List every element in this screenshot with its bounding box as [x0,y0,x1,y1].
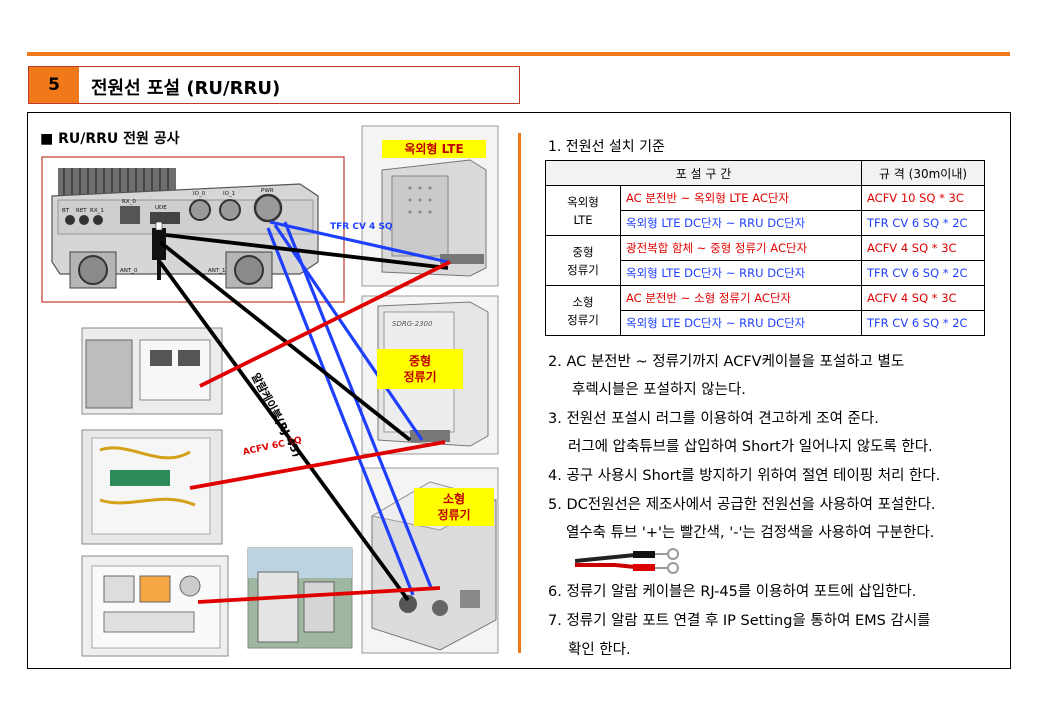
subsection-heading: ■ RU/RRU 전원 공사 [40,131,180,147]
note-3b: 러그에 압축튜브를 삽입하여 Short가 일어나지 않도록 한다. [568,439,933,455]
note-2a: 2. AC 분전반 ~ 정류기까지 ACFV케이블을 포설하고 별도 [548,354,905,370]
vertical-divider [518,133,521,653]
spec-cell: TFR CV 6 SQ * 2C [861,210,985,236]
section-cell: 옥외형 LTE DC단자 ~ RRU DC단자 [620,210,862,236]
alarm-cables [158,233,449,602]
section-cell: AC 분전반 ~ 옥외형 LTE AC단자 [620,185,862,211]
spec-cell: TFR CV 6 SQ * 2C [861,260,985,286]
table-header-row: 포 설 구 간 규 격 (30m이내) [545,160,985,186]
port-label-io1: IO_1 [223,191,235,197]
label-small-rectifier: 소형 정류기 [414,488,494,526]
section-cell: 광전복합 함체 ~ 중형 정류기 AC단자 [620,235,862,261]
top-accent-bar [27,52,1010,56]
label-mid-rectifier: 중형 정류기 [377,349,463,389]
label-mid-rectifier-text: 중형 정류기 [403,354,437,384]
ac-distribution-panel-3 [81,555,229,657]
ac-distribution-panel-1 [81,327,223,415]
note-3a: 3. 전원선 포설시 러그를 이용하여 견고하게 조여 준다. [548,411,879,427]
section-header: 5 전원선 포설 (RU/RRU) [28,66,520,104]
spec-cell: ACFV 10 SQ * 3C [861,185,985,211]
dc-cables [266,220,449,596]
content-frame [27,112,1011,669]
port-label-io0: IO_0 [193,191,206,197]
table-row: 중형 정류기 광전복합 함체 ~ 중형 정류기 AC단자 ACFV 4 SQ *… [545,235,985,286]
section-cell: 옥외형 LTE DC단자 ~ RRU DC단자 [620,310,862,336]
port-label-bt: BT [62,208,70,214]
port-label-ant0: ANT_0 [120,268,138,274]
col-spec-header: 규 격 (30m이내) [861,160,985,186]
note-7a: 7. 정류기 알람 포트 연결 후 IP Setting을 통하여 EMS 감시… [548,613,931,629]
spec-cell: TFR CV 6 SQ * 2C [861,310,985,336]
port-label-ret: RET [76,208,87,214]
port-label-ant1: ANT_1 [208,268,226,274]
group-name: 옥외형 LTE [567,194,599,227]
table-row: 옥외형 LTE AC 분전반 ~ 옥외형 LTE AC단자 ACFV 10 SQ… [545,185,985,236]
note-4: 4. 공구 사용시 Short를 방지하기 위하여 절연 테이핑 처리 한다. [548,468,941,484]
section-title: 전원선 포설 (RU/RRU) [91,78,281,99]
group-name: 소형 정류기 [567,294,599,327]
power-cable-spec-table: 포 설 구 간 규 격 (30m이내) 옥외형 LTE AC 분전반 ~ 옥외형… [545,160,985,336]
heat-shrink-lug-illustration [575,548,679,574]
table-row: 소형 정류기 AC 분전반 ~ 소형 정류기 AC단자 ACFV 4 SQ * … [545,285,985,336]
port-label-ude: UDE [155,205,167,211]
section-cell: 옥외형 LTE DC단자 ~ RRU DC단자 [620,260,862,286]
table-row: 옥외형 LTE DC단자 ~ RRU DC단자 TFR CV 6 SQ * 2C [546,310,985,336]
group-name: 중형 정류기 [567,244,599,277]
note-2b: 후렉시블은 포설하지 않는다. [572,382,746,398]
table-row: 옥외형 LTE DC단자 ~ RRU DC단자 TFR CV 6 SQ * 2C [546,260,985,286]
ac-distribution-panel-2 [81,429,223,545]
ac-cables [189,260,451,604]
col-section-header: 포 설 구 간 [545,160,862,186]
port-label-pwr: PWR [261,188,274,194]
spec-cell: ACFV 4 SQ * 3C [861,285,985,311]
spec-cell: ACFV 4 SQ * 3C [861,235,985,261]
standard-title: 1. 전원선 설치 기준 [548,139,665,155]
note-5b: 열수축 튜브 '+'는 빨간색, '-'는 검정색을 사용하여 구분한다. [566,525,935,541]
note-7b: 확인 한다. [568,642,631,658]
group-cell: 옥외형 LTE [545,185,621,236]
note-6: 6. 정류기 알람 케이블은 RJ-45를 이용하여 포트에 삽입한다. [548,584,917,600]
rectifier-brand-text: SDRG-2300 [392,320,433,328]
label-tfr-cable: TFR CV 4 SQ [330,222,393,232]
port-label-rx1: RX_1 [90,208,104,214]
section-number: 5 [29,67,79,103]
note-5a: 5. DC전원선은 제조사에서 공급한 전원선을 사용하여 포설한다. [548,497,936,513]
group-cell: 소형 정류기 [545,285,621,336]
group-cell: 중형 정류기 [545,235,621,286]
label-outdoor-lte: 옥외형 LTE [382,140,486,158]
rru-unit [51,168,319,289]
section-cell: AC 분전반 ~ 소형 정류기 AC단자 [620,285,862,311]
port-label-rx0: RX_0 [122,199,136,205]
label-small-rectifier-text: 소형 정류기 [437,492,471,522]
table-row: 옥외형 LTE DC단자 ~ RRU DC단자 TFR CV 6 SQ * 2C [546,210,985,236]
